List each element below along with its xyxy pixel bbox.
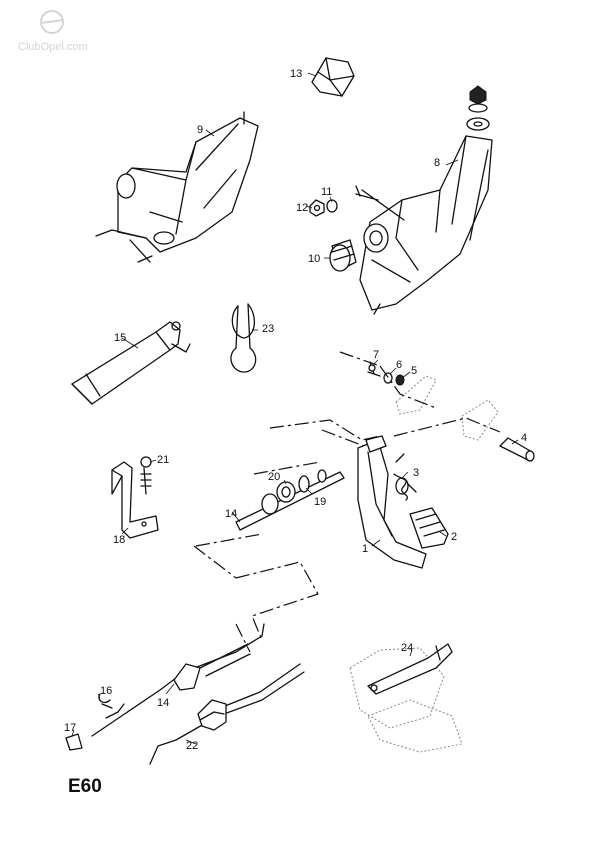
part-6-washer — [383, 372, 393, 384]
part-13-bracket — [311, 57, 355, 97]
callout-6: 6 — [396, 359, 402, 371]
callout-24: 24 — [401, 642, 413, 654]
part-11-washer — [326, 199, 338, 213]
callout-16: 16 — [100, 685, 112, 697]
part-14-cable — [91, 623, 265, 737]
callout-10: 10 — [308, 253, 320, 265]
part-10-bush — [329, 239, 357, 272]
part-4-pin — [499, 437, 535, 462]
leader-lines — [71, 72, 519, 745]
part-7-bolt — [367, 361, 381, 377]
callout-labels: 1 2 3 4 5 6 7 8 9 10 11 12 13 14 14 15 1… — [64, 68, 527, 752]
part-12-nut — [309, 199, 325, 217]
part-2-pedal-pad — [409, 507, 449, 549]
part-8-fastener-stack — [466, 85, 490, 131]
callout-11: 11 — [321, 186, 332, 198]
callout-3: 3 — [413, 467, 419, 479]
callout-12: 12 — [296, 202, 308, 214]
part-20-bush — [261, 481, 296, 515]
part-8-pedal-bracket — [355, 135, 493, 315]
part-5-nut — [395, 374, 405, 386]
callout-14a: 14 — [225, 508, 237, 520]
part-16-clip — [98, 693, 113, 709]
part-24-lever — [367, 643, 453, 695]
callout-19: 19 — [314, 496, 326, 508]
callout-13: 13 — [290, 68, 302, 80]
watermark-text: ClubOpel.com — [18, 41, 88, 53]
callout-14b: 14 — [157, 697, 169, 709]
ghost-linkage-upper — [349, 375, 499, 753]
callout-22: 22 — [186, 740, 198, 752]
callout-9: 9 — [197, 124, 203, 136]
part-21-screw — [140, 456, 152, 495]
callout-5: 5 — [411, 365, 417, 377]
callout-1: 1 — [362, 543, 368, 555]
callout-4: 4 — [521, 432, 527, 444]
part-15-cylinder — [71, 321, 191, 405]
watermark-logo: ClubOpel.com — [18, 10, 88, 53]
part-3-spring — [393, 453, 417, 501]
part-22-cable — [149, 663, 305, 765]
callout-23: 23 — [262, 323, 274, 335]
part-23-clip — [230, 303, 257, 373]
callout-15: 15 — [114, 332, 126, 344]
assembly-lines — [193, 351, 501, 653]
page-code: E60 — [68, 776, 102, 797]
callout-18: 18 — [113, 534, 125, 546]
callout-17: 17 — [64, 722, 76, 734]
callout-7: 7 — [373, 349, 379, 361]
part-1-pedal — [357, 435, 427, 569]
callout-21: 21 — [157, 454, 169, 466]
part-9-pedal-bracket — [95, 111, 259, 263]
callout-8: 8 — [434, 157, 440, 169]
callout-20: 20 — [268, 471, 280, 483]
part-18-bracket — [111, 461, 159, 539]
part-17-grommet — [65, 733, 83, 751]
callout-2: 2 — [451, 531, 457, 543]
